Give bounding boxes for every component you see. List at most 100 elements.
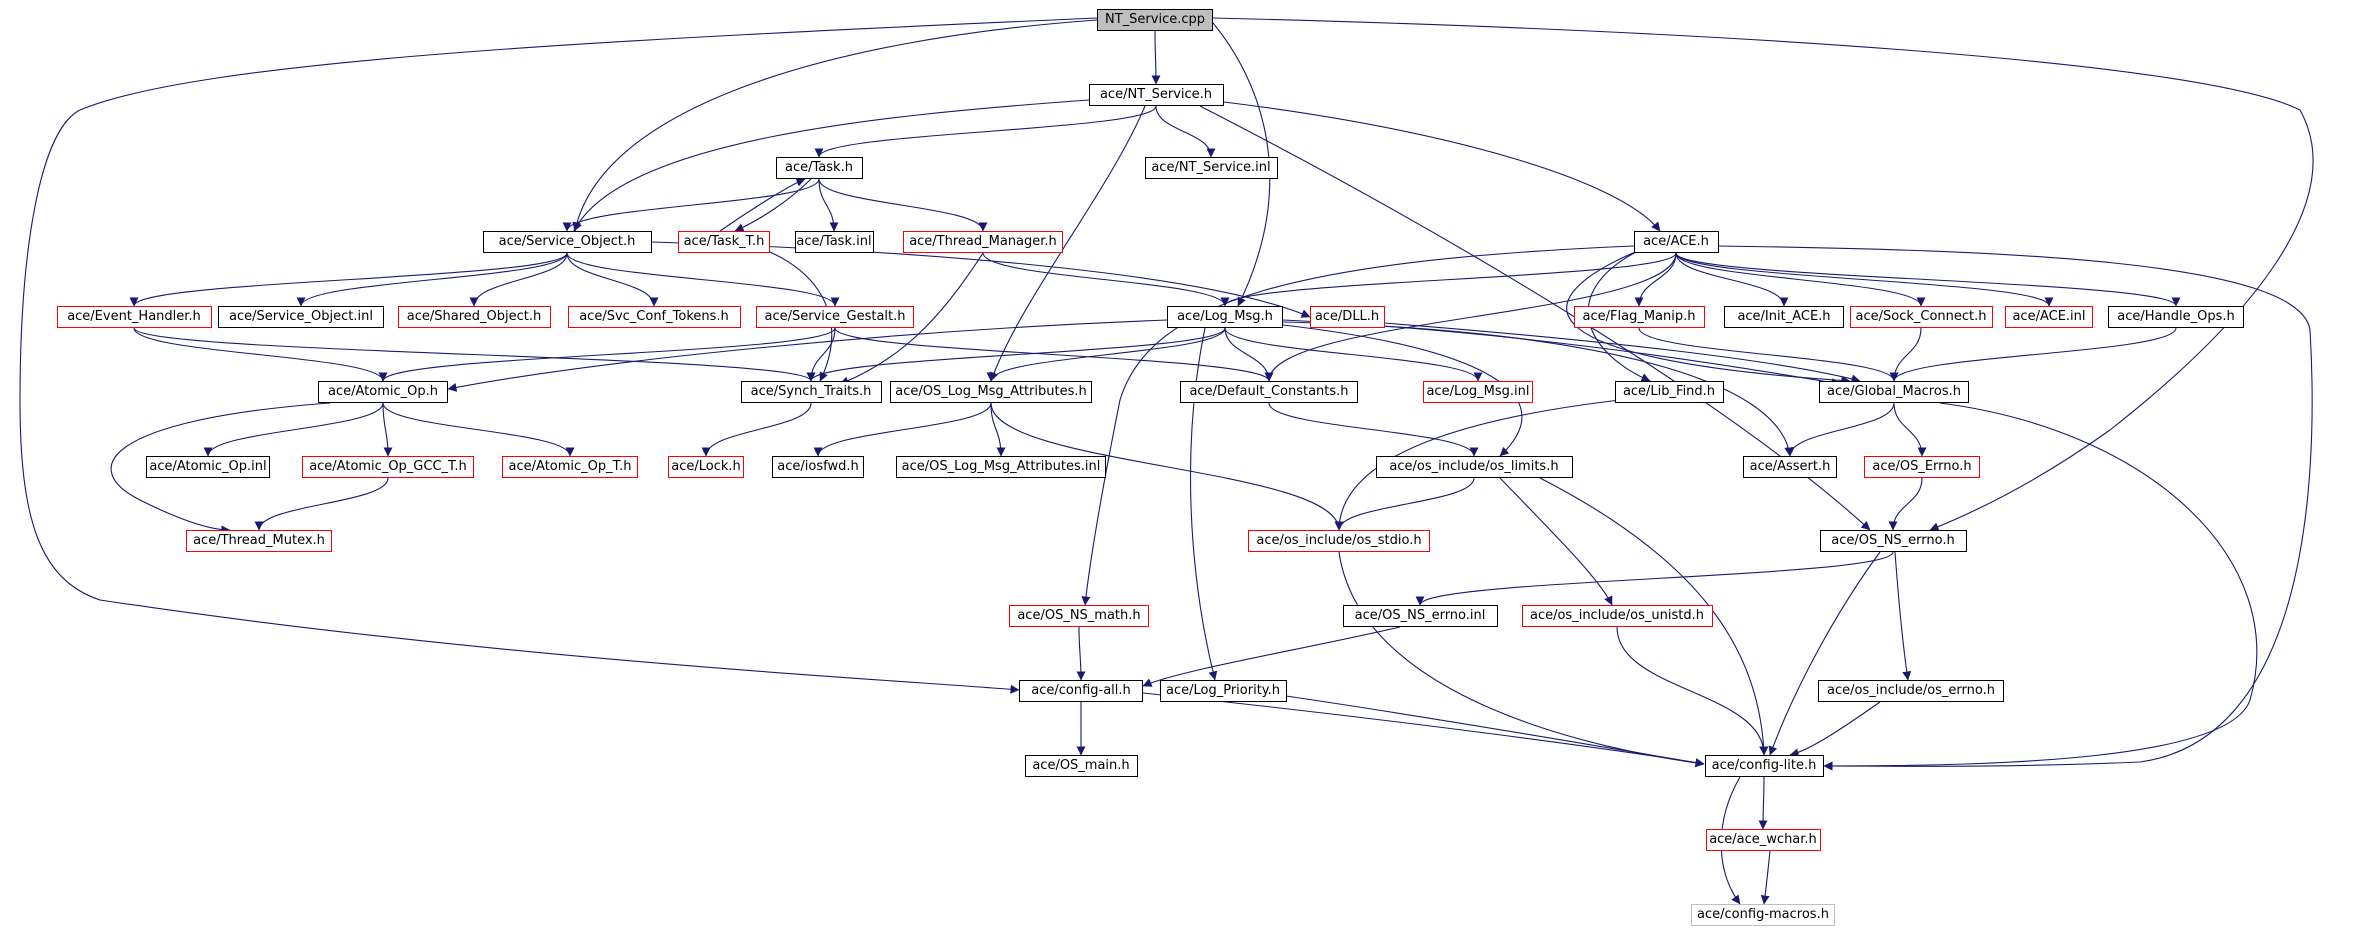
node-flag-manip-h[interactable]: ace/Flag_Manip.h — [1573, 306, 1705, 328]
edge-log_msg_h-to-default_constants_h — [1224, 327, 1274, 382]
edge-atomic_op_h-to-atomic_op_t_h — [382, 402, 575, 457]
edge-service_object_h-to-shared_object_h — [469, 252, 568, 307]
edge-flag_manip_h-to-global_macros_h — [1638, 327, 1899, 382]
edge-ace_wchar_h-to-config_macros_h — [1760, 850, 1771, 905]
node-atomic-op-h[interactable]: ace/Atomic_Op.h — [318, 381, 448, 403]
edge-ace_h-to-os_ns_math_h — [1081, 245, 1635, 606]
edge-config_all_h-to-config_lite_h — [1142, 692, 1705, 768]
node-os-log-msg-attributes-h[interactable]: ace/OS_Log_Msg_Attributes.h — [890, 381, 1092, 403]
edge-service_object_h-to-service_gestalt_h — [566, 252, 840, 307]
edge-log_msg_h-to-assert_h — [1282, 321, 1794, 457]
node-event-handler-h[interactable]: ace/Event_Handler.h — [56, 306, 212, 328]
node-ace-inl[interactable]: ace/ACE.inl — [2005, 306, 2093, 328]
edge-os_limits_h-to-os_stdio_h — [1334, 477, 1475, 531]
node-config-macros-h: ace/config-macros.h — [1691, 904, 1835, 926]
edge-thread_manager_h-to-log_msg_h — [982, 252, 1230, 307]
node-atomic-op-t-h[interactable]: ace/Atomic_Op_T.h — [502, 456, 638, 478]
node-thread-mutex-h[interactable]: ace/Thread_Mutex.h — [186, 530, 332, 552]
node-os-errno-h[interactable]: ace/OS_Errno.h — [1864, 456, 1980, 478]
node-os-log-msg-attributes-inl[interactable]: ace/OS_Log_Msg_Attributes.inl — [896, 456, 1106, 478]
edge-atomic_op_gcc_t_h-to-thread_mutex_h — [254, 477, 389, 531]
node-init-ace-h[interactable]: ace/Init_ACE.h — [1724, 306, 1844, 328]
node-os-stdio-h[interactable]: ace/os_include/os_stdio.h — [1248, 530, 1430, 552]
node-os-errno-inc-h[interactable]: ace/os_include/os_errno.h — [1818, 680, 2004, 702]
node-service-object-inl[interactable]: ace/Service_Object.inl — [218, 306, 384, 328]
edge-task_t_h-to-task_h — [719, 178, 806, 232]
edge-event_handler_h-to-atomic_op_h — [133, 327, 388, 382]
edge-os_ns_errno_h-to-os_ns_errno_inl — [1415, 551, 1894, 606]
node-os-ns-errno-h[interactable]: ace/OS_NS_errno.h — [1819, 530, 1967, 552]
edge-os_errno_inc_h-to-config_lite_h — [1789, 701, 1881, 758]
edge-os_errno_h-to-os_ns_errno_h — [1888, 477, 1923, 531]
edge-os_ns_math_h-to-config_all_h — [1076, 626, 1086, 681]
edge-log_msg_h-to-synch_traits_h — [806, 327, 1226, 382]
edge-ace_h-to-init_ace_h — [1675, 252, 1789, 307]
node-lib-find-h[interactable]: ace/Lib_Find.h — [1614, 381, 1724, 403]
node-global-macros-h[interactable]: ace/Global_Macros.h — [1819, 381, 1969, 403]
node-default-constants-h[interactable]: ace/Default_Constants.h — [1180, 381, 1358, 403]
node-ace-h[interactable]: ace/ACE.h — [1633, 231, 1719, 253]
node-assert-h[interactable]: ace/Assert.h — [1743, 456, 1837, 478]
edge-ace_h-to-config_lite_h — [1718, 245, 2313, 771]
edge-service_gestalt_h-to-default_constants_h — [834, 327, 1274, 382]
node-os-main-h[interactable]: ace/OS_main.h — [1024, 755, 1138, 777]
node-service-gestalt-h[interactable]: ace/Service_Gestalt.h — [756, 306, 914, 328]
edge-ace_h-to-log_msg_h — [1220, 252, 1677, 307]
edge-task_t_h-to-synch_traits_h — [759, 247, 833, 382]
node-task-inl[interactable]: ace/Task.inl — [794, 231, 874, 253]
edge-atomic_op_h-to-atomic_op_inl — [203, 402, 384, 457]
node-service-object-h[interactable]: ace/Service_Object.h — [482, 231, 652, 253]
node-atomic-op-inl[interactable]: ace/Atomic_Op.inl — [146, 456, 270, 478]
edge-nt_service_cpp-to-nt_service_h — [1151, 30, 1161, 85]
edge-global_macros_h-to-config_lite_h — [1823, 402, 2258, 771]
edge-atomic_op_h-to-atomic_op_gcc_t_h — [382, 402, 393, 457]
edge-default_constants_h-to-os_limits_h — [1268, 402, 1479, 457]
edge-service_object_h-to-svc_conf_tokens_h — [566, 252, 659, 307]
edge-task_h-to-task_t_h — [734, 178, 812, 232]
node-nt-service-inl[interactable]: ace/NT_Service.inl — [1144, 157, 1278, 179]
node-synch-traits-h[interactable]: ace/Synch_Traits.h — [740, 381, 882, 403]
node-os-ns-errno-inl[interactable]: ace/OS_NS_errno.inl — [1342, 605, 1498, 627]
node-iosfwd-h[interactable]: ace/iosfwd.h — [772, 456, 864, 478]
node-os-unistd-h[interactable]: ace/os_include/os_unistd.h — [1521, 605, 1713, 627]
node-log-msg-h[interactable]: ace/Log_Msg.h — [1167, 306, 1283, 328]
node-config-lite-h[interactable]: ace/config-lite.h — [1704, 755, 1824, 777]
edge-nt_service_cpp-to-log_msg_h — [1212, 22, 1271, 307]
edge-nt_service_h-to-os_ns_errno_h — [1199, 105, 1871, 531]
node-lock-h[interactable]: ace/Lock.h — [668, 456, 744, 478]
node-task-t-h[interactable]: ace/Task_T.h — [678, 231, 770, 253]
node-os-ns-math-h[interactable]: ace/OS_NS_math.h — [1009, 605, 1149, 627]
edge-global_macros_h-to-os_errno_h — [1893, 402, 1927, 457]
node-shared-object-h[interactable]: ace/Shared_Object.h — [397, 306, 551, 328]
node-dll-h[interactable]: ace/DLL.h — [1309, 306, 1385, 328]
node-nt-service-cpp: NT_Service.cpp — [1097, 9, 1213, 31]
edge-nt_service_cpp-to-config_all_h — [19, 17, 1098, 694]
edge-log_msg_h-to-global_macros_h — [1282, 319, 1841, 387]
node-os-limits-h[interactable]: ace/os_include/os_limits.h — [1375, 456, 1573, 478]
node-handle-ops-h[interactable]: ace/Handle_Ops.h — [2108, 306, 2244, 328]
edge-dll_h-to-global_macros_h — [1383, 322, 1861, 384]
edge-log_msg_h-to-os_limits_h — [1282, 324, 1523, 457]
edge-log_priority_h-to-config_lite_h — [1285, 695, 1705, 768]
node-ace-wchar-h[interactable]: ace/ace_wchar.h — [1705, 829, 1821, 851]
edge-ace_h-to-default_constants_h — [1264, 252, 1677, 382]
edge-os_ns_errno_inl-to-config_all_h — [1142, 626, 1401, 687]
edge-sock_connect_h-to-global_macros_h — [1889, 327, 1922, 382]
edge-lib_find_h-to-os_stdio_h — [1334, 399, 1621, 531]
edge-service_object_h-to-service_object_inl — [296, 252, 568, 307]
node-log-priority-h[interactable]: ace/Log_Priority.h — [1159, 680, 1287, 702]
node-task-h[interactable]: ace/Task.h — [775, 157, 863, 179]
edge-service_object_h-to-event_handler_h — [129, 252, 568, 307]
node-log-msg-inl[interactable]: ace/Log_Msg.inl — [1423, 381, 1533, 403]
node-thread-manager-h[interactable]: ace/Thread_Manager.h — [903, 231, 1063, 253]
edge-task_h-to-thread_manager_h — [818, 178, 988, 232]
node-config-all-h[interactable]: ace/config-all.h — [1019, 680, 1143, 702]
edge-global_macros_h-to-assert_h — [1785, 402, 1895, 457]
node-svc-conf-tokens-h[interactable]: ace/Svc_Conf_Tokens.h — [567, 306, 741, 328]
node-sock-connect-h[interactable]: ace/Sock_Connect.h — [1849, 306, 1993, 328]
edge-nt_service_cpp-to-service_object_h — [572, 19, 1098, 232]
node-nt-service-h[interactable]: ace/NT_Service.h — [1088, 84, 1224, 106]
node-atomic-op-gcc-t-h[interactable]: ace/Atomic_Op_GCC_T.h — [302, 456, 474, 478]
